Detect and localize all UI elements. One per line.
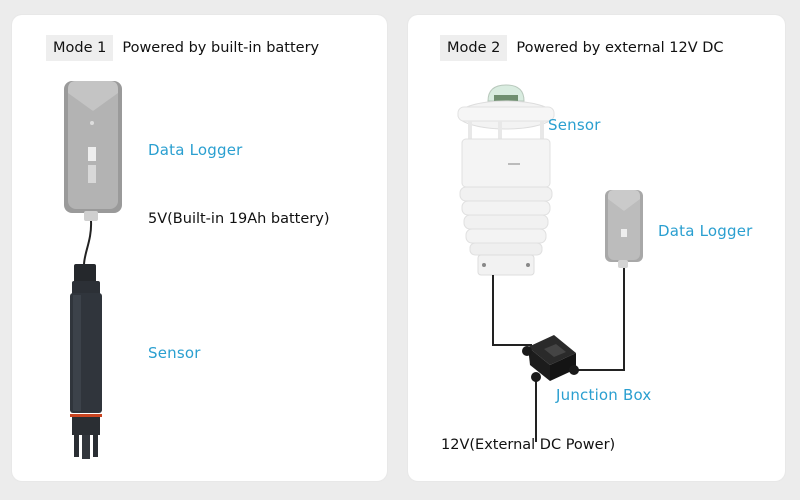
data-logger-device-icon <box>64 81 122 221</box>
mode2-sensor-label: Sensor <box>548 116 601 134</box>
ph-sensor-probe-icon <box>70 264 102 459</box>
mode2-power-label: 12V(External DC Power) <box>441 437 616 453</box>
cable <box>83 220 93 266</box>
mode2-illustration <box>457 84 643 442</box>
mode1-sensor-label: Sensor <box>148 344 201 362</box>
mode1-power-label: 5V(Built-in 19Ah battery) <box>148 211 330 227</box>
data-logger-device-icon <box>605 190 643 268</box>
mode2-data-logger-label: Data Logger <box>658 222 753 240</box>
mode2-header: Mode 2 Powered by external 12V DC <box>440 35 724 61</box>
sensor-wire <box>492 275 532 346</box>
mode1-badge: Mode 1 <box>46 35 114 61</box>
mode1-title: Powered by built-in battery <box>122 40 320 56</box>
logger-wire <box>573 268 625 371</box>
mode2-badge: Mode 2 <box>440 35 508 61</box>
mode1-illustration <box>64 81 122 459</box>
mode1-header: Mode 1 Powered by built-in battery <box>46 35 319 61</box>
mode2-title: Powered by external 12V DC <box>516 40 724 56</box>
mode2-card: Mode 2 Powered by external 12V DC <box>408 15 785 481</box>
junction-box-icon <box>522 335 579 382</box>
mode1-card: Mode 1 Powered by built-in battery <box>12 15 387 481</box>
mode2-junction-box-label: Junction Box <box>556 386 652 404</box>
mode1-data-logger-label: Data Logger <box>148 141 243 159</box>
weather-station-sensor-icon <box>457 84 555 276</box>
